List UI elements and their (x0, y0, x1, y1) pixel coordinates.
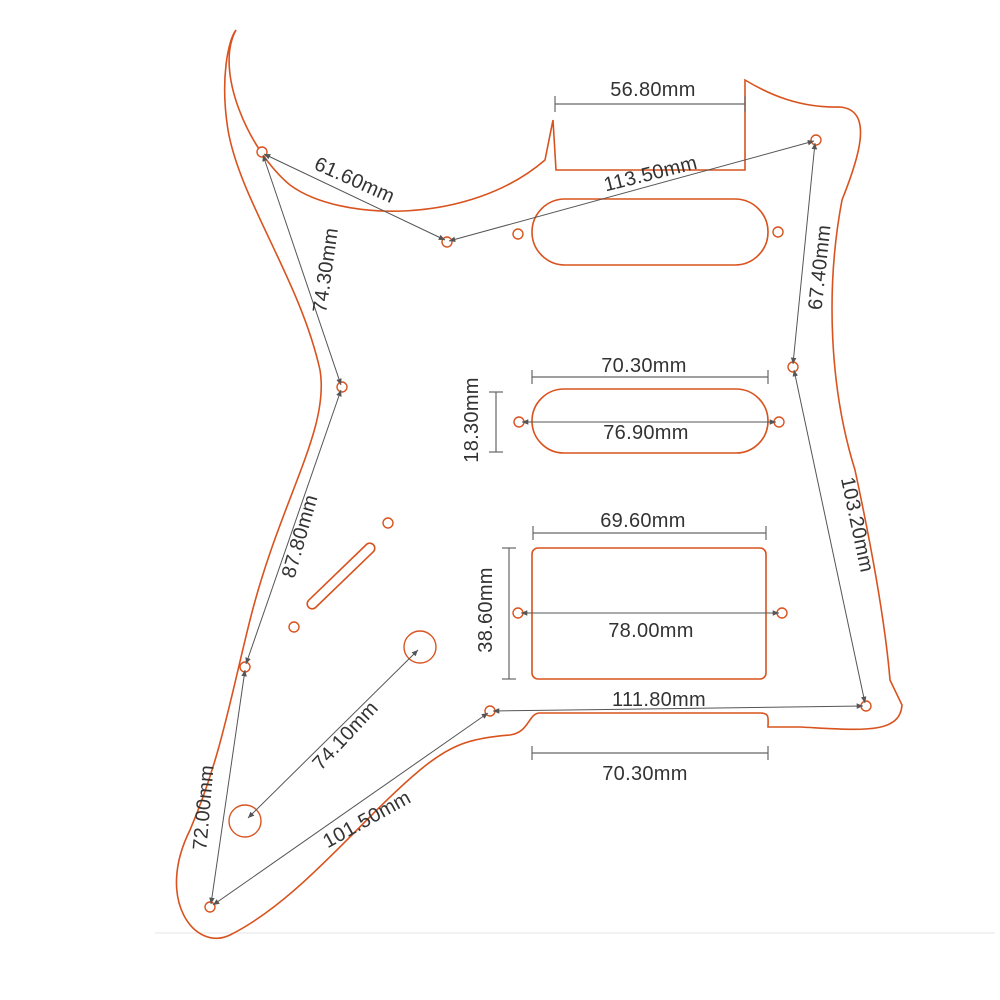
label-neck-pocket-width: 56.80mm (610, 79, 695, 101)
label-jack-to-knob: 74.10mm (308, 697, 382, 775)
bracket-38-60 (502, 547, 516, 680)
dim-line-103-20 (792, 369, 867, 704)
label-bottom-tip-to-center: 101.50mm (319, 787, 414, 853)
dim-line-74-30 (262, 154, 342, 386)
dim-line-111-80 (492, 703, 864, 714)
label-single-coil-length: 70.30mm (601, 355, 686, 377)
label-single-coil-height: 18.30mm (461, 377, 483, 462)
dim-line-113-50 (448, 139, 815, 243)
label-single-coil-mount-span: 76.90mm (603, 422, 688, 444)
dim-line-74-10 (247, 649, 419, 819)
label-bottom-hole-span: 111.80mm (612, 689, 706, 711)
label-center-hole-to-upper-right-hole: 113.50mm (602, 152, 700, 196)
screw-hole-upper-left (256, 146, 268, 158)
screw-hole-upper-right (810, 134, 822, 146)
screw-hole-upper-center (441, 236, 453, 248)
label-lower-left-vertical: 72.00mm (189, 764, 218, 851)
small-hole-lower (288, 621, 300, 633)
label-right-edge-upper: 67.40mm (805, 224, 836, 311)
bracket-69-60 (532, 526, 767, 540)
bracket-70-30-bottom (531, 746, 769, 760)
small-hole-upper (382, 517, 394, 529)
screw-hole-bottom-tip (204, 901, 216, 913)
volume-knob-hole (403, 630, 437, 664)
screw-hole-waist (336, 381, 348, 393)
pickguard-outline (175, 29, 903, 940)
neck-mount-hole-right (772, 226, 784, 238)
neck-mount-hole-left (512, 228, 524, 240)
label-upper-horn-to-center-hole: 61.60mm (311, 153, 398, 208)
dim-line-67-40 (790, 142, 818, 365)
bracket-56-80 (554, 96, 746, 112)
label-upper-left-to-waist: 74.30mm (309, 226, 343, 314)
label-humbucker-height: 38.60mm (475, 567, 497, 652)
label-right-edge-lower: 103.20mm (836, 475, 878, 574)
bracket-70-30-top (531, 370, 769, 384)
label-humbucker-mount-span: 78.00mm (608, 620, 693, 642)
dim-line-61-60 (263, 153, 446, 241)
label-bridge-cutout-width: 70.30mm (602, 763, 687, 785)
label-humbucker-length: 69.60mm (600, 510, 685, 532)
switch-slot (306, 542, 376, 610)
dim-line-87-80 (245, 389, 342, 665)
bracket-18-30 (489, 391, 503, 453)
label-waist-to-lower-left: 87.80mm (278, 492, 323, 580)
